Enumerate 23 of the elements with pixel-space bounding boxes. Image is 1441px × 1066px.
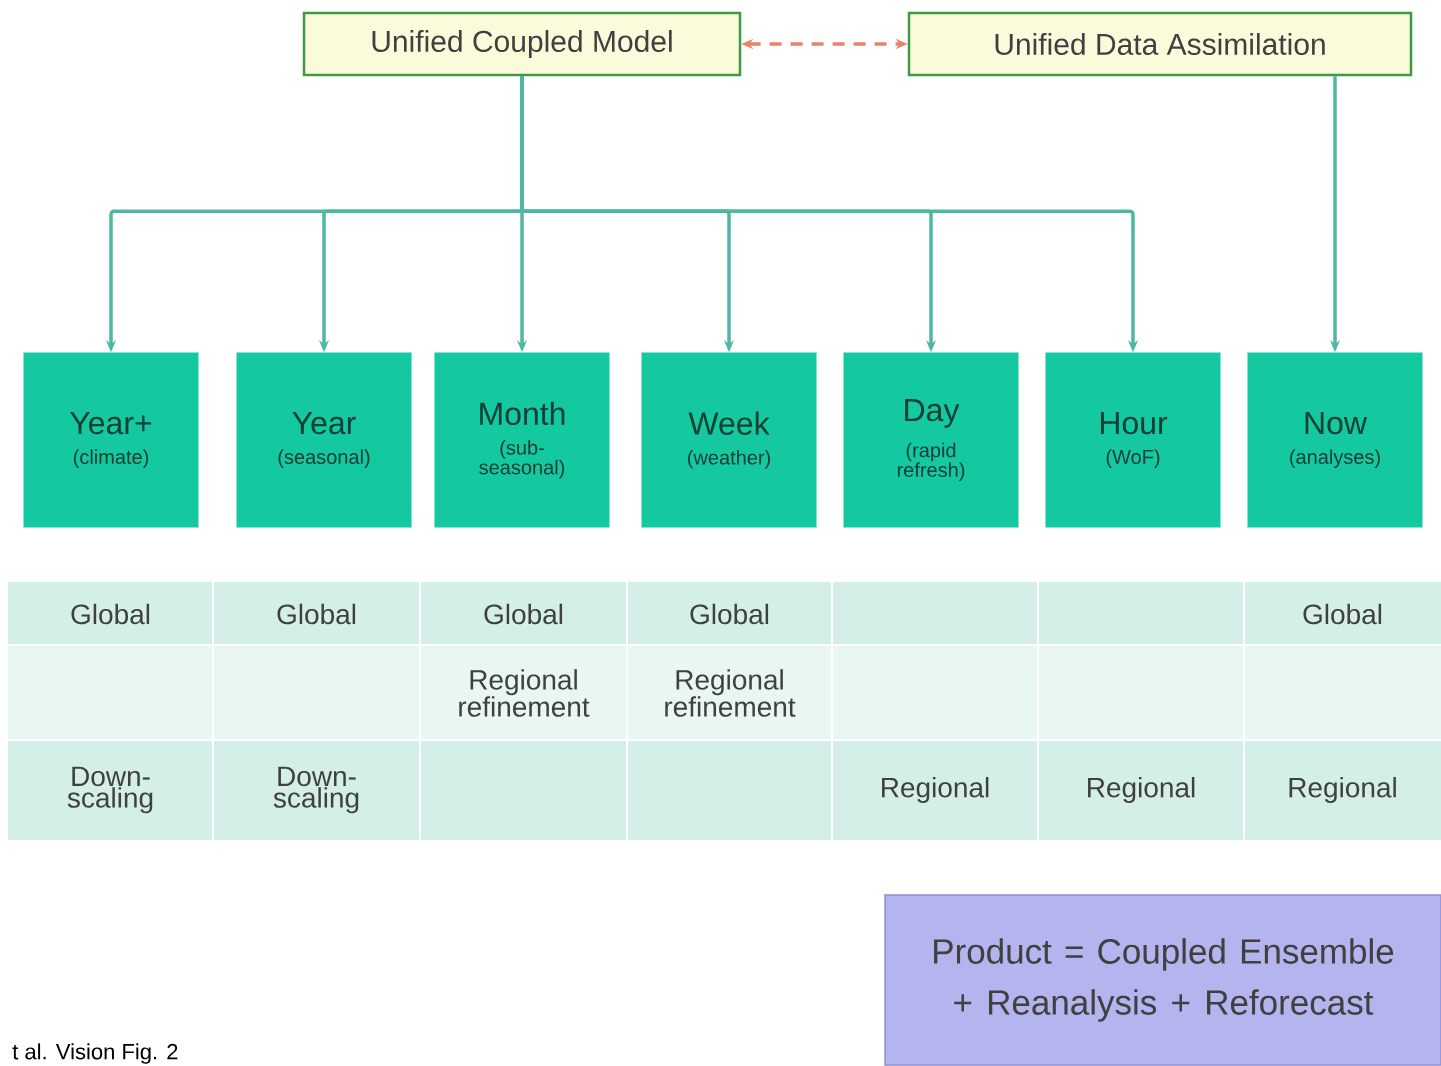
table-cell-text: Global: [690, 603, 769, 625]
timescale-box: Year+ (climate): [23, 352, 199, 528]
caption: t al. Vision Fig. 2: [12, 1043, 178, 1064]
timescale-box: Week (weather): [641, 352, 817, 528]
table-cell-text: Regional refinement: [665, 669, 796, 717]
timescale-box: Hour (WoF): [1045, 352, 1221, 528]
timescale-box: Month (sub-seasonal): [434, 352, 610, 528]
timescale-box: Day (rapid refresh): [843, 352, 1019, 528]
model-box: Unified Coupled Model: [302, 11, 742, 77]
product-box: Product = Coupled Ensemble + Reanalysis + Reforecast: [884, 894, 1441, 1066]
table-cell-text: Down-scaling: [273, 766, 359, 814]
table-cell-text: Regional: [1088, 776, 1195, 804]
table-cell-text: Regional refinement: [459, 669, 590, 717]
timescale-box: Year (seasonal): [236, 352, 412, 528]
table-cell-text: Down-scaling: [67, 766, 153, 814]
timescale-box: Now (analyses): [1247, 352, 1423, 528]
table-cell-text: Global: [71, 603, 150, 625]
table-cell-text: Regional: [882, 776, 989, 804]
table-cell-text: Global: [484, 603, 563, 625]
model-box: Unified Data Assimilation: [907, 11, 1413, 77]
table-cell-text: Global: [1303, 603, 1382, 625]
table-cell-text: Regional: [1289, 776, 1396, 804]
table-cell-text: Global: [277, 603, 356, 625]
